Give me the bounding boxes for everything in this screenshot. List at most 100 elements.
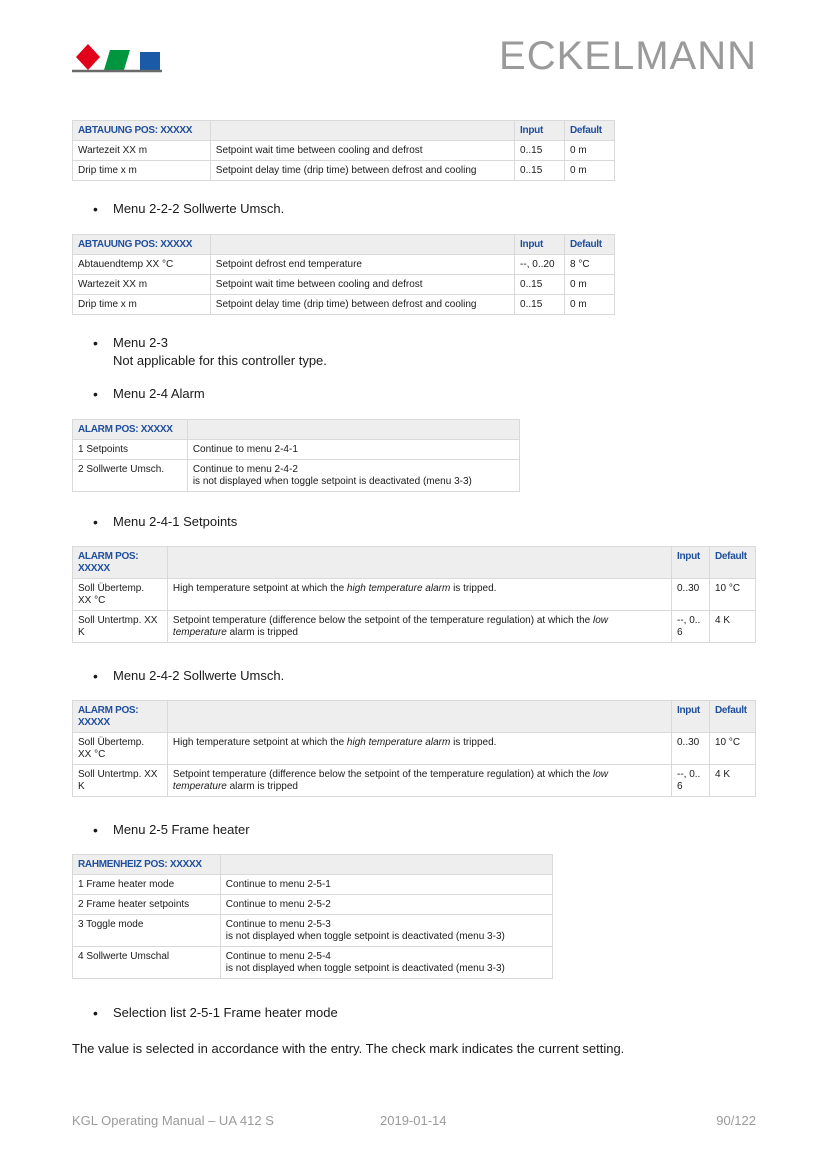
- header-cell: Default: [563, 234, 616, 255]
- cell-text: is tripped.: [450, 583, 497, 594]
- cell: High temperature setpoint at which the h…: [166, 732, 673, 765]
- header-line: ALARM POS:: [78, 705, 139, 716]
- bullet-subtext: Not applicable for this controller type.: [113, 353, 327, 368]
- cell-line: Continue to menu 2-4-2: [192, 464, 298, 475]
- cell: 0 m: [564, 140, 615, 161]
- cell-text: is tripped.: [450, 737, 497, 748]
- cell-line: Soll Übertemp.: [78, 583, 145, 594]
- cell-line: 6: [677, 627, 683, 638]
- cell: 1 Setpoints: [72, 439, 188, 460]
- eckelmann-logo: [72, 44, 162, 74]
- body-paragraph: The value is selected in accordance with…: [72, 1041, 625, 1056]
- cell-line: XX °C: [78, 749, 106, 760]
- bullet-text: Menu 2-5 Frame heater: [113, 822, 250, 837]
- header-cell: [209, 234, 516, 255]
- header-line: XXXXX: [78, 717, 110, 728]
- header-cell: [186, 419, 521, 440]
- header-cell: Default: [564, 120, 615, 141]
- header-cell: Default: [708, 700, 757, 733]
- bullet-dot: •: [93, 335, 98, 351]
- bullet-dot: •: [93, 668, 98, 684]
- cell: Drip time x m: [72, 160, 211, 181]
- cell: 3 Toggle mode: [72, 914, 221, 947]
- header-cell: ABTAUUNG POS: XXXXX: [72, 234, 211, 255]
- cell: --, 0..6: [671, 610, 710, 643]
- cell-line: 6: [677, 781, 683, 792]
- table-header: RAHMENHEIZ POS: XXXXX: [72, 854, 554, 875]
- cell: 0 m: [563, 274, 616, 295]
- cell-italic: temperature: [172, 781, 227, 792]
- cell: --, 0..6: [671, 764, 710, 797]
- cell: 0..15: [514, 294, 565, 315]
- header-line: ALARM POS:: [78, 551, 139, 562]
- table-row: 1 Frame heater mode Continue to menu 2-5…: [72, 874, 554, 895]
- cell: 0..15: [514, 160, 565, 181]
- table-row: Wartezeit XX m Setpoint wait time betwee…: [72, 274, 616, 295]
- header-cell: ALARM POS: XXXXX: [72, 419, 188, 440]
- cell: Setpoint wait time between cooling and d…: [209, 274, 516, 295]
- bullet-dot: •: [93, 386, 98, 402]
- cell-italic: high temperature alarm: [346, 737, 451, 748]
- cell: Continue to menu 2-5-2: [219, 894, 554, 915]
- header-cell: RAHMENHEIZ POS: XXXXX: [72, 854, 221, 875]
- logo-green-shape: [104, 50, 130, 70]
- cell-line: Continue to menu 2-4-1: [192, 444, 298, 455]
- cell-line: Continue to menu 2-5-2: [225, 899, 331, 910]
- cell-italic: low: [593, 615, 609, 626]
- cell: Setpoint delay time (drip time) between …: [209, 160, 516, 181]
- cell-italic: temperature: [172, 627, 227, 638]
- header-cell: [209, 120, 516, 141]
- cell: Abtauendtemp XX °C: [72, 254, 211, 275]
- cell: 8 °C: [563, 254, 616, 275]
- bullet-dot: •: [93, 201, 98, 217]
- header-cell: ALARM POS:XXXXX: [72, 546, 168, 579]
- table-header: ALARM POS: XXXXX: [72, 419, 521, 440]
- cell-line: Continue to menu 2-5-4: [225, 951, 331, 962]
- table-row: Wartezeit XX m Setpoint wait time betwee…: [72, 140, 615, 161]
- bullet-text: Menu 2-2-2 Sollwerte Umsch.: [113, 201, 285, 216]
- cell-text: Setpoint temperature (difference below t…: [172, 615, 593, 626]
- header-cell: ABTAUUNG POS: XXXXX: [72, 120, 211, 141]
- cell: 10 °C: [708, 732, 757, 765]
- bullet-dot: •: [93, 514, 98, 530]
- cell: Continue to menu 2-5-1: [219, 874, 554, 895]
- table-row: 4 Sollwerte Umschal Continue to menu 2-5…: [72, 946, 554, 979]
- cell-italic: low: [593, 769, 609, 780]
- cell: Setpoint temperature (difference below t…: [166, 610, 673, 643]
- cell: 2 Frame heater setpoints: [72, 894, 221, 915]
- cell: Setpoint temperature (difference below t…: [166, 764, 673, 797]
- table-row: Abtauendtemp XX °C Setpoint defrost end …: [72, 254, 616, 275]
- cell: Setpoint wait time between cooling and d…: [209, 140, 516, 161]
- header-line: XXXXX: [78, 563, 110, 574]
- cell-line: --, 0..: [677, 769, 701, 780]
- bullet-text: Selection list 2-5-1 Frame heater mode: [113, 1005, 338, 1020]
- header-cell: Input: [514, 234, 565, 255]
- cell: 0..15: [514, 274, 565, 295]
- footer-page-number: 90/122: [716, 1113, 756, 1128]
- header-cell: [166, 700, 673, 733]
- cell: Wartezeit XX m: [72, 274, 211, 295]
- header-cell: ALARM POS:XXXXX: [72, 700, 168, 733]
- cell: Soll Übertemp.XX °C: [72, 578, 168, 611]
- cell: 4 K: [708, 764, 757, 797]
- cell: 0..15: [514, 140, 565, 161]
- cell-line: is not displayed when toggle setpoint is…: [225, 931, 505, 942]
- footer-manual-title: KGL Operating Manual – UA 412 S: [72, 1113, 274, 1128]
- brand-wordmark: ECKELMANN: [499, 34, 757, 78]
- table-header: ALARM POS:XXXXX Input Default: [72, 546, 757, 579]
- cell: Continue to menu 2-4-1: [186, 439, 521, 460]
- cell-italic: high temperature alarm: [346, 583, 451, 594]
- bullet-text: Menu 2-3: [113, 335, 168, 350]
- cell-line: Soll Untertmp. XX: [78, 615, 158, 626]
- table-row: Drip time x m Setpoint delay time (drip …: [72, 160, 615, 181]
- logo-blue-square: [140, 52, 160, 70]
- cell-line: Continue to menu 2-5-3: [225, 919, 331, 930]
- table-row: Drip time x m Setpoint delay time (drip …: [72, 294, 616, 315]
- cell-text: High temperature setpoint at which the: [172, 583, 347, 594]
- cell-line: K: [78, 627, 85, 638]
